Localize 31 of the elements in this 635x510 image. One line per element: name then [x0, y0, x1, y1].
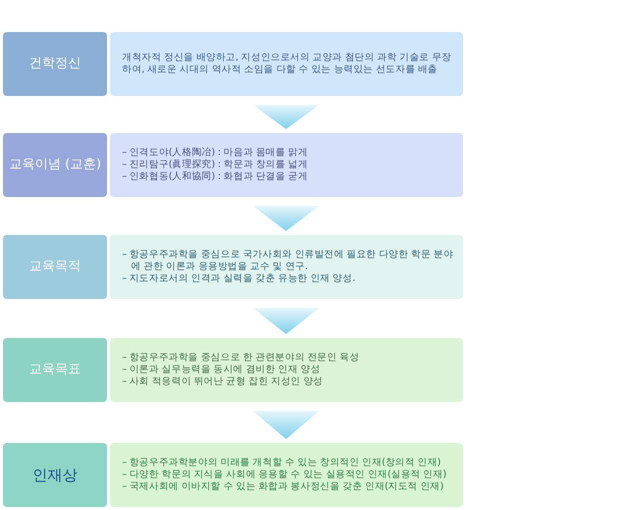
list-item: – 이론과 실무능력을 동시에 겸비한 인재 양성	[122, 364, 322, 376]
list-item: – 항공우주과학을 중심으로 한 관련분야의 전문인 육성	[122, 352, 360, 364]
heading-box	[3, 443, 107, 507]
content-box	[110, 32, 463, 96]
heading-text: 인재상	[32, 466, 78, 484]
heading-box	[3, 235, 107, 299]
chevron-arrow	[253, 308, 319, 334]
content-box	[110, 443, 463, 507]
list-item: – 지도자로서의 인격과 실력을 갖춘 유능한 인재 양성.	[122, 273, 356, 285]
chevron-arrow	[253, 411, 319, 439]
chevron-arrow	[253, 206, 319, 231]
heading-box	[3, 32, 107, 96]
list-item: – 인화협동(人和協同) : 화협과 단결을 굳게	[122, 171, 309, 183]
heading-text: 교육목표	[29, 361, 81, 379]
list-item: – 다양한 학문의 지식을 사회에 응용할 수 있는 실용적인 인재(실용적 인재)	[122, 469, 448, 481]
content-box	[110, 133, 463, 197]
chevron-arrow	[253, 105, 319, 129]
content-box	[110, 235, 463, 299]
list-item: – 항공우주과학을 중심으로 국가사회와 인류발전에 필요한 다양한 학문 분야에 관한 이론과 응용방법을 교수 및 연구.	[122, 249, 454, 273]
list-item: – 사회 적응력이 뛰어난 균형 잡힌 지성인 양성	[122, 376, 324, 388]
paragraph: 개척자적 정신을 배양하고, 지성인으로서의 교양과 첨단의 과학 기술로 무장하여, 새로운 시대의 역사적 소임을 다할 수 있는 능력있는 선도자를 배출	[122, 52, 452, 76]
list-item: – 진리탐구(眞理探究) : 학문과 창의를 넓게	[122, 159, 309, 171]
heading-text: 교육목적	[29, 258, 81, 276]
heading-text: 건학정신	[29, 55, 81, 73]
heading-box	[3, 133, 107, 197]
heading-text: 교육이념 (교훈)	[8, 156, 102, 174]
list-item: – 항공우주과학분야의 미래를 개척할 수 있는 창의적인 인재(창의적 인재)	[122, 457, 442, 469]
content-box	[110, 338, 463, 402]
list-item: – 국제사회에 이바지할 수 있는 화합과 봉사정신을 갖춘 인재(지도적 인재)	[122, 481, 445, 493]
list-item: – 인격도야(人格陶冶) : 마음과 몸매를 맑게	[122, 147, 309, 159]
heading-box	[3, 338, 107, 402]
